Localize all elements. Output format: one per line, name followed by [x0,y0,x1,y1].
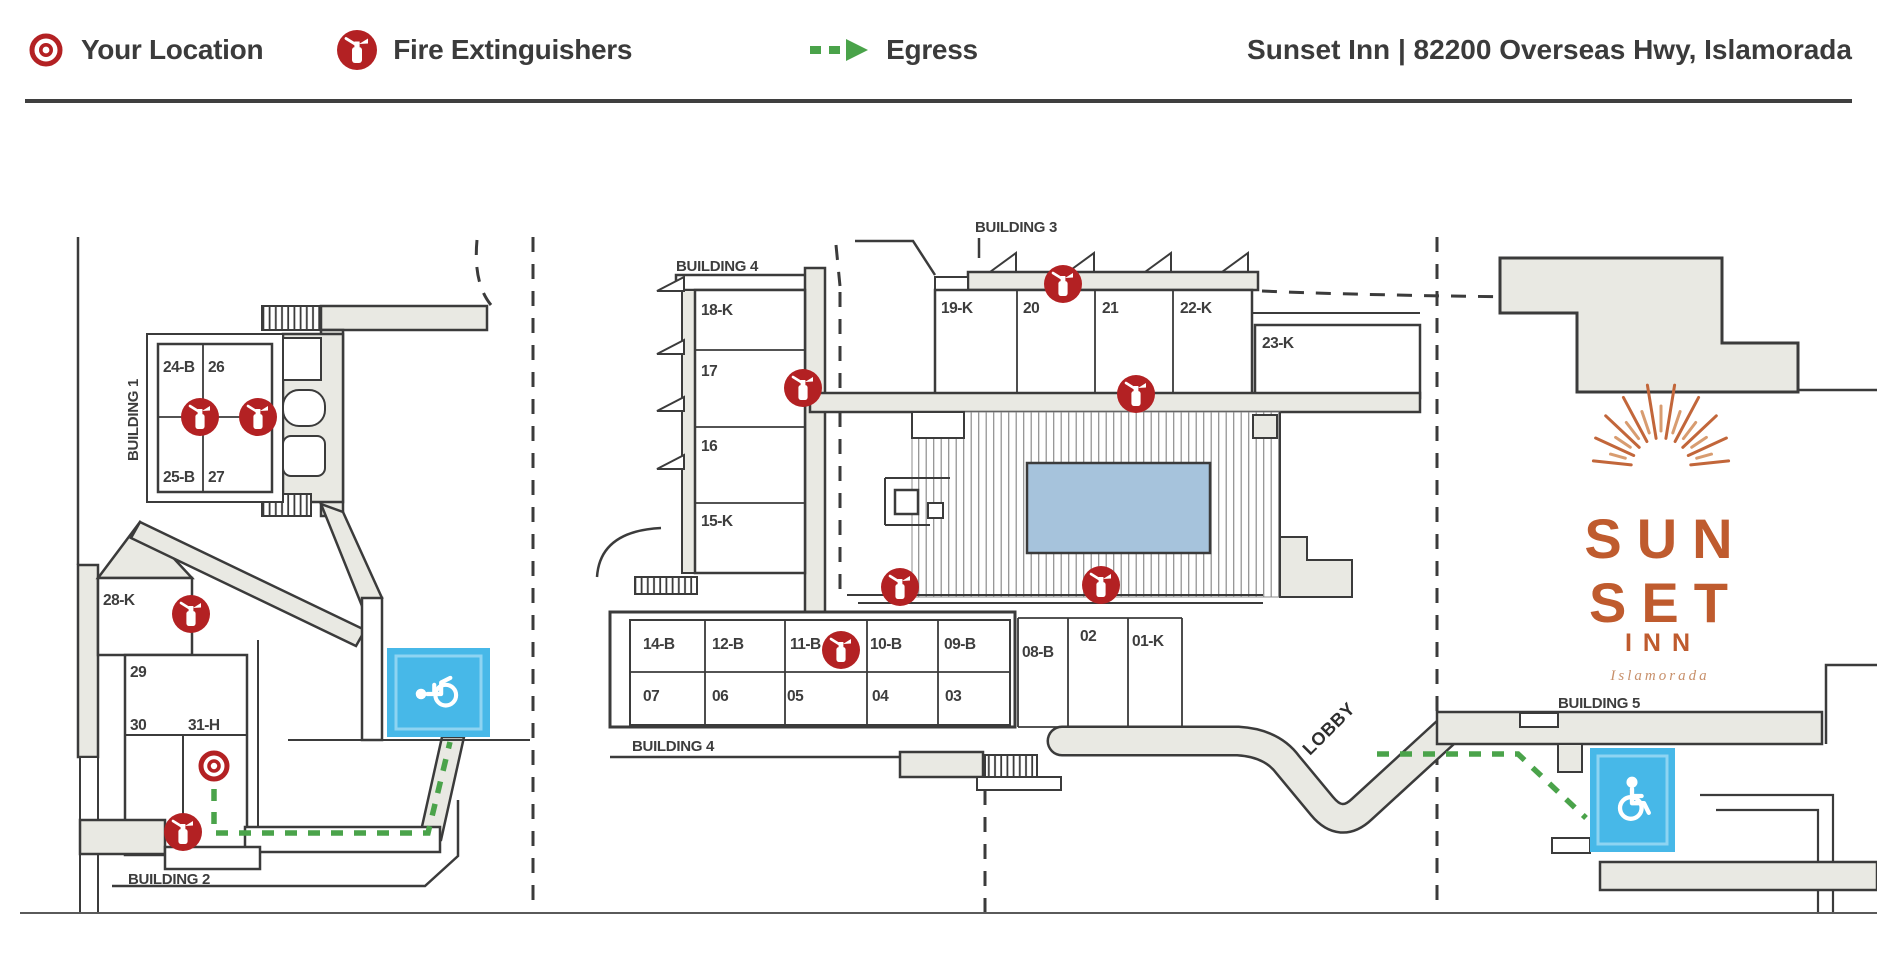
lobby-label: LOBBY [1299,699,1359,759]
sunburst-icon [1591,383,1731,467]
site-map: BUILDING 1 24-B 26 25-B 27 BUILDING 2 28… [20,219,1877,914]
room-label: 26 [208,359,225,376]
header: Your Location Fire Extinguishers Egress … [0,0,1877,100]
egress-arrow-icon [810,39,869,61]
fire-extinguisher-icon [170,593,212,635]
building-3-label: BUILDING 3 [975,219,1057,236]
egress-route-right [1377,751,1588,821]
room-label: 02 [1080,628,1096,645]
annex-rooms [1017,617,1183,728]
fire-extinguisher-icon [179,396,221,438]
sunset-inn-logo: SUN SET INN Islamorada [1584,383,1747,684]
room-label: 11-B [790,636,821,653]
fire-extinguisher-icon [237,396,279,438]
stairs-hatch [984,754,1038,778]
egress-route-left [211,741,453,836]
logo-sun: SUN [1584,507,1747,570]
neighbor-building [1498,256,1800,394]
room-label: 25-B [163,469,195,486]
room-label: 21 [1102,300,1119,317]
boundary-dashed-lines [474,237,1546,913]
room-label: 06 [712,688,729,705]
building-4-north-label: BUILDING 4 [676,258,759,275]
room-label: 03 [945,688,962,705]
legend-item-fire-extinguishers: Fire Extinguishers [335,28,632,72]
building-1-label: BUILDING 1 [125,379,142,461]
room-label: 01-K [1132,633,1165,650]
fire-extinguisher-icon [820,629,862,671]
legend-label-your-location: Your Location [81,34,264,65]
walkway-band [808,391,1422,414]
room-label: 31-H [188,717,220,734]
your-location-icon [29,33,63,67]
accessible-exit-right [1590,748,1675,852]
logo-inn: INN [1625,629,1701,657]
room-label: 09-B [944,636,976,653]
room-label: 05 [787,688,804,705]
room-label: 16 [701,438,718,455]
fire-extinguisher-icon [162,811,204,853]
fire-extinguisher-icon [1115,373,1157,415]
egress-routes [211,741,1588,836]
legend-item-egress: Egress [808,34,978,66]
room-label: 20 [1023,300,1039,317]
room-label: 08-B [1022,644,1054,661]
fire-extinguisher-icon [1080,564,1122,606]
building-2 [76,501,530,914]
room-label: 23-K [1262,335,1295,352]
stairs-hatch [634,576,698,595]
room-label: 22-K [1180,300,1213,317]
room-label: 12-B [712,636,744,653]
fire-extinguisher-icon [337,30,378,70]
fire-extinguisher-icon [1042,263,1084,305]
legend-label-egress: Egress [886,34,978,65]
building-5 [1435,663,1877,913]
room-label: 17 [701,363,717,380]
curved-walk [595,526,662,578]
fire-extinguisher-icon [879,566,921,608]
pool [1025,461,1212,555]
patio-furniture [884,477,950,526]
accessible-exit-left [387,648,490,737]
legend-item-your-location: Your Location [25,29,264,71]
room-label: 18-K [701,302,734,319]
building-4-south-label: BUILDING 4 [632,738,715,755]
room-label: 19-K [941,300,974,317]
room-label: 15-K [701,513,734,530]
stairs-hatch [261,305,322,331]
logo-islamorada: Islamorada [1609,668,1709,684]
room-label: 10-B [870,636,902,653]
room-label: 07 [643,688,659,705]
page-title: Sunset Inn | 82200 Overseas Hwy, Islamor… [1247,34,1852,65]
room-label: 24-B [163,359,195,376]
building-4-south [608,576,1183,791]
header-divider [25,99,1852,103]
building-4-north [595,266,827,622]
map-labels: BUILDING 1 24-B 26 25-B 27 BUILDING 2 28… [103,219,1640,888]
room-label: 30 [130,717,146,734]
room-label: 04 [872,688,889,705]
building-5-label: BUILDING 5 [1558,695,1640,712]
room-label: 27 [208,469,224,486]
pool-courtyard [847,411,1353,604]
your-location-marker [196,748,232,784]
room-label: 29 [130,664,147,681]
room-label: 28-K [103,592,136,609]
logo-set: SET [1589,571,1743,634]
fire-extinguisher-icon [782,367,824,409]
building-3 [855,238,1422,400]
legend-label-fire-extinguishers: Fire Extinguishers [393,34,633,65]
room-label: 14-B [643,636,675,653]
lobby-walkway [1046,716,1462,834]
building-2-label: BUILDING 2 [128,871,210,888]
